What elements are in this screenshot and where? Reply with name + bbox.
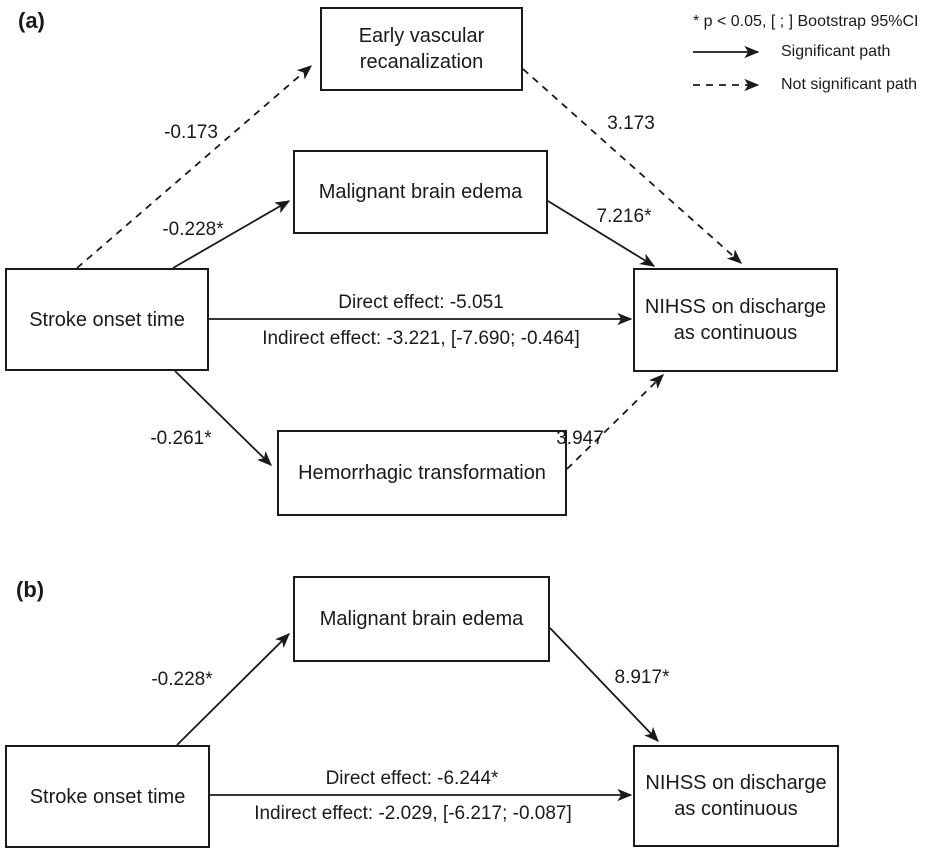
box-stroke-onset-time-b: Stroke onset time (5, 745, 210, 848)
box-malignant-brain-edema-a: Malignant brain edema (293, 150, 548, 234)
coef-stroke-to-recanalization: -0.173 (164, 122, 218, 143)
path-arrow-stroke-to-edema-a (172, 200, 291, 269)
box-label: NIHSS on discharge (644, 296, 827, 318)
path-arrow-hemorrhagic-to-nihss (566, 374, 664, 470)
box-malignant-brain-edema-b: Malignant brain edema (293, 576, 550, 662)
box-label: as continuous (674, 798, 798, 820)
box-nihss-discharge-a: NIHSS on discharge as continuous (633, 268, 838, 372)
coef-stroke-to-edema-a: -0.228* (162, 219, 224, 240)
box-hemorrhagic-transformation: Hemorrhagic transformation (277, 430, 567, 516)
coef-recanalization-to-nihss: 3.173 (607, 113, 655, 134)
panel-a-letter: (a) (18, 8, 45, 33)
box-label: Stroke onset time (29, 308, 185, 331)
box-label: Stroke onset time (29, 785, 186, 808)
direct-effect-label-a: Direct effect: -5.051 (338, 292, 504, 313)
coef-hemorrhagic-to-nihss: 3.947 (556, 428, 604, 449)
path-arrow-stroke-to-hemorrhagic (174, 370, 272, 466)
box-label: Early vascular (358, 25, 485, 47)
legend-note: * p < 0.05, [ ; ] Bootstrap 95%CI (693, 13, 919, 30)
box-label: Malignant brain edema (319, 608, 524, 630)
coef-edema-to-nihss-a: 7.216* (596, 206, 652, 227)
legend-not-significant-label: Not significant path (781, 76, 918, 93)
path-arrow-stroke-to-edema-b (176, 633, 290, 746)
box-label: Malignant brain edema (318, 181, 523, 203)
direct-effect-label-b: Direct effect: -6.244* (325, 768, 499, 789)
path-arrow-edema-to-nihss-b (549, 627, 659, 742)
coef-stroke-to-hemorrhagic: -0.261* (150, 428, 212, 449)
box-label: Hemorrhagic transformation (298, 462, 546, 484)
path-arrow-recanalization-to-nihss (522, 68, 743, 264)
box-early-vascular-recanalization: Early vascular recanalization (320, 7, 523, 91)
indirect-effect-label-a: Indirect effect: -3.221, [-7.690; -0.464… (262, 328, 580, 349)
box-stroke-onset-time-a: Stroke onset time (5, 268, 209, 371)
legend-significant-label: Significant path (781, 43, 891, 60)
path-arrow-edema-to-nihss-a (547, 200, 656, 267)
box-label: recanalization (359, 51, 484, 73)
box-nihss-discharge-b: NIHSS on discharge as continuous (633, 745, 839, 847)
coef-edema-to-nihss-b: 8.917* (614, 667, 670, 688)
coef-stroke-to-edema-b: -0.228* (151, 669, 213, 690)
box-label: NIHSS on discharge (645, 772, 827, 794)
box-label: as continuous (673, 322, 798, 344)
indirect-effect-label-b: Indirect effect: -2.029, [-6.217; -0.087… (254, 803, 572, 824)
panel-b-letter: (b) (16, 577, 45, 602)
